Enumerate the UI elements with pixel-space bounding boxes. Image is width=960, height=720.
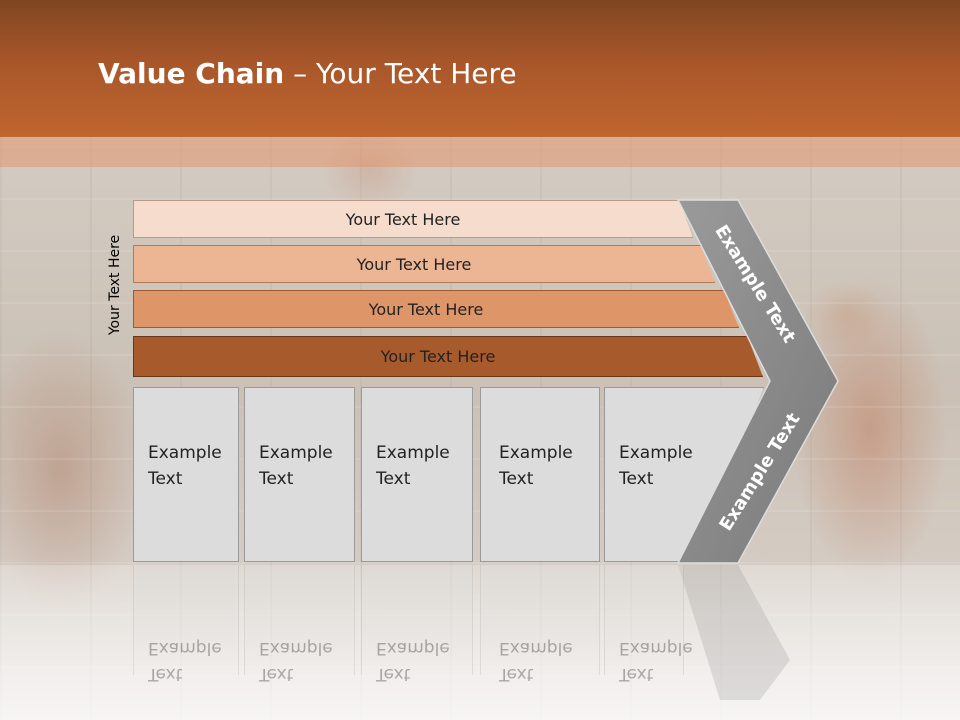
activity-box-2[interactable]: Example Text (244, 387, 355, 562)
side-label-text: Your Text Here (107, 234, 123, 336)
value-bar-1[interactable]: Your Text Here (133, 200, 693, 238)
slide-title[interactable]: Value Chain – Your Text Here (98, 54, 517, 94)
activity-box-5-line1: Example (619, 443, 693, 463)
value-bar-3-label: Your Text Here (368, 299, 484, 319)
activity-box-3-line2: Text (376, 469, 411, 489)
activity-box-2-line1: Example (259, 443, 333, 463)
activity-box-2-line2: Text (259, 469, 294, 489)
activity-box-4[interactable]: Example Text (480, 387, 600, 562)
activity-box-3-line1: Example (376, 443, 450, 463)
activity-box-1-line1: Example (148, 443, 222, 463)
slide-title-bold: Value Chain (98, 57, 285, 90)
slide-title-rest: – Your Text Here (284, 57, 517, 90)
activity-box-5-line2: Text (619, 469, 654, 489)
activity-box-1-line2: Text (148, 469, 183, 489)
activity-box-4-line1: Example (499, 443, 573, 463)
value-bar-4-label: Your Text Here (380, 347, 496, 366)
value-bar-4[interactable]: Your Text Here (133, 336, 763, 377)
activity-box-4-line2: Text (499, 469, 534, 489)
title-bar-band (0, 137, 960, 167)
activity-box-1[interactable]: Example Text (133, 387, 239, 562)
value-bar-2[interactable]: Your Text Here (133, 245, 715, 283)
value-bar-3[interactable]: Your Text Here (133, 290, 739, 328)
activity-box-3[interactable]: Example Text (361, 387, 473, 562)
side-label[interactable]: Your Text Here (100, 215, 130, 355)
value-bar-1-label: Your Text Here (345, 209, 461, 229)
title-bar (0, 0, 960, 137)
background-bottom-fade (0, 565, 960, 720)
value-bar-2-label: Your Text Here (356, 254, 472, 274)
